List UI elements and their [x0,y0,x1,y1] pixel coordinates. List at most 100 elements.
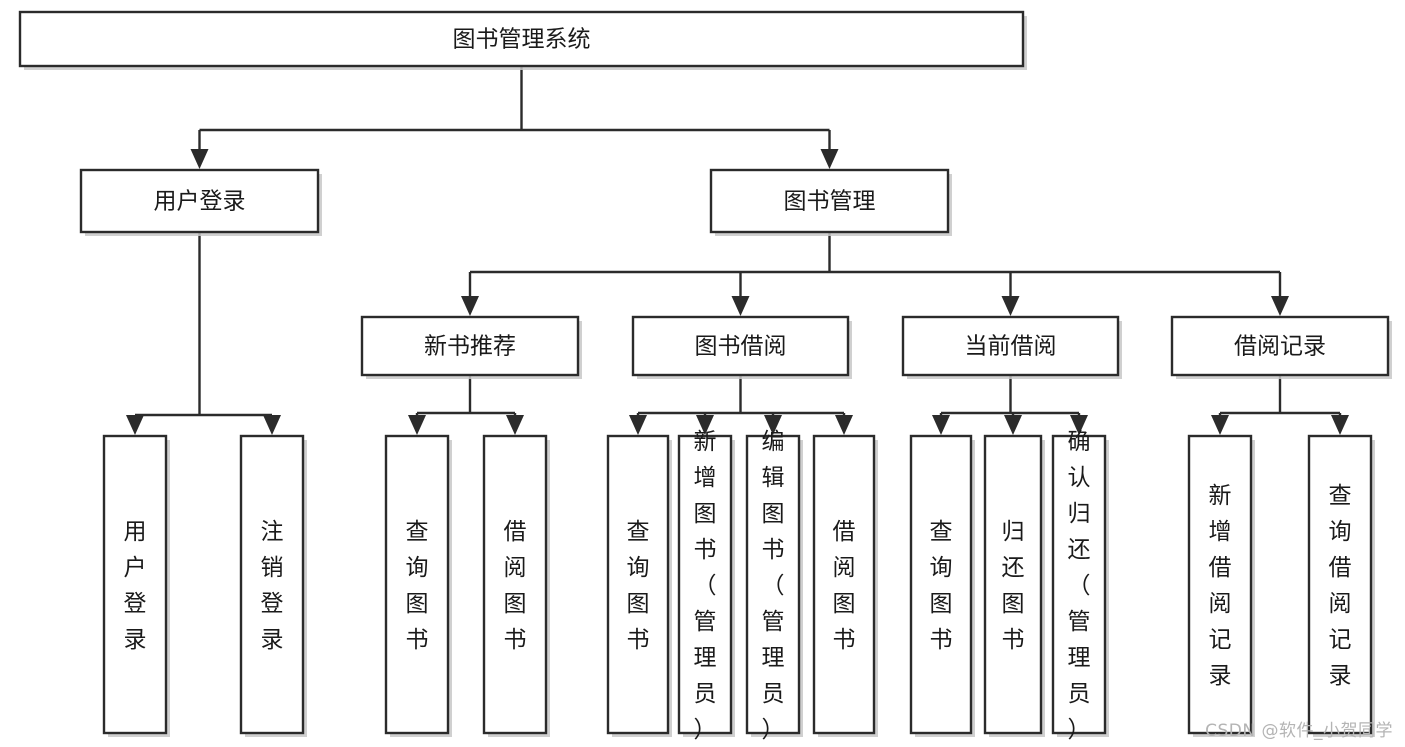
svg-text:图: 图 [930,591,953,617]
node-leaf-borrow-book-borrow [812,434,876,735]
node-root-label: 图书管理系统 [453,27,591,53]
svg-text:录: 录 [1329,663,1352,689]
svg-text:理: 理 [694,645,717,671]
edge-arrowhead [764,415,782,435]
node-borrow-record-label: 借阅记录 [1234,334,1326,360]
svg-text:增: 增 [1209,519,1232,545]
svg-text:理: 理 [762,645,785,671]
svg-text:图: 图 [694,501,717,527]
node-leaf-user-login-label: 用户登录 [124,519,147,653]
node-borrow-record [1170,315,1390,377]
node-current-borrow-label: 当前借阅 [965,334,1057,360]
svg-text:查: 查 [627,519,650,545]
edge-arrowhead [696,415,714,435]
edge-arrowhead [190,149,209,169]
boxes-layer [18,10,1390,735]
svg-text:记: 记 [1209,627,1232,653]
svg-text:管: 管 [762,609,785,635]
csdn-watermark: CSDN @软件_小贺同学 [1205,721,1393,741]
edge-arrowhead [932,415,950,435]
svg-text:理: 理 [1068,645,1091,671]
node-book-borrow [631,315,850,377]
node-leaf-query-book-borrow [606,434,670,735]
svg-text:图: 图 [1002,591,1025,617]
node-book-manage-label: 图书管理 [784,189,876,215]
svg-text:录: 录 [124,627,147,653]
edge-arrowhead [126,415,144,435]
svg-text:管: 管 [1068,609,1091,635]
svg-text:借: 借 [1329,555,1352,581]
svg-text:图: 图 [627,591,650,617]
node-new-book-recommend-label: 新书推荐 [424,334,516,360]
svg-text:用: 用 [124,519,147,545]
node-leaf-confirm-return [1051,434,1107,735]
node-leaf-query-book-new [384,434,450,735]
svg-text:借: 借 [504,519,527,545]
svg-text:（: （ [762,573,785,599]
svg-text:新: 新 [694,429,717,455]
svg-text:登: 登 [261,591,284,617]
svg-text:书: 书 [833,627,856,653]
svg-text:）: ） [1068,717,1091,743]
node-leaf-query-book-current [909,434,973,735]
svg-text:编: 编 [762,429,785,455]
svg-text:员: 员 [694,681,717,707]
svg-text:员: 员 [762,681,785,707]
node-user-login-label: 用户登录 [154,189,246,215]
svg-text:还: 还 [1002,555,1025,581]
edge-arrowhead [263,415,281,435]
edge-arrowhead [461,296,479,316]
svg-text:询: 询 [930,555,953,581]
edge-arrowhead [1211,415,1229,435]
svg-text:）: ） [694,717,717,743]
node-leaf-borrow-book-new [482,434,548,735]
svg-text:查: 查 [1329,483,1352,509]
svg-text:销: 销 [261,555,284,581]
edge-arrowhead [820,149,839,169]
node-book-borrow-label: 图书借阅 [695,334,787,360]
svg-text:归: 归 [1068,501,1091,527]
edge-arrowhead [408,415,426,435]
svg-text:员: 员 [1068,681,1091,707]
svg-text:确: 确 [1068,429,1091,455]
labels-layer: 图书管理系统用户登录图书管理新书推荐图书借阅当前借阅借阅记录用户登录注销登录查询… [124,27,1352,744]
svg-text:）: ） [762,717,785,743]
svg-text:（: （ [694,573,717,599]
svg-text:书: 书 [694,537,717,563]
svg-text:查: 查 [406,519,429,545]
svg-text:注: 注 [261,519,284,545]
node-root-图书管理系统 [18,10,1025,68]
node-leaf-user-login [102,434,168,735]
node-leaf-edit-book-admin [745,434,801,735]
svg-text:图: 图 [504,591,527,617]
svg-text:书: 书 [406,627,429,653]
svg-text:记: 记 [1329,627,1352,653]
svg-text:询: 询 [627,555,650,581]
svg-text:图: 图 [762,501,785,527]
edge-arrowhead [629,415,647,435]
node-leaf-query-borrow-record [1307,434,1373,735]
edge-arrowhead [1271,296,1289,316]
edge-arrowhead [731,296,750,316]
svg-text:阅: 阅 [833,555,856,581]
svg-text:增: 增 [694,465,717,491]
svg-text:图: 图 [406,591,429,617]
svg-text:还: 还 [1068,537,1091,563]
node-user-login [79,168,320,234]
edge-arrowhead [1070,415,1088,435]
svg-text:查: 查 [930,519,953,545]
svg-text:户: 户 [124,555,147,581]
svg-text:管: 管 [694,609,717,635]
